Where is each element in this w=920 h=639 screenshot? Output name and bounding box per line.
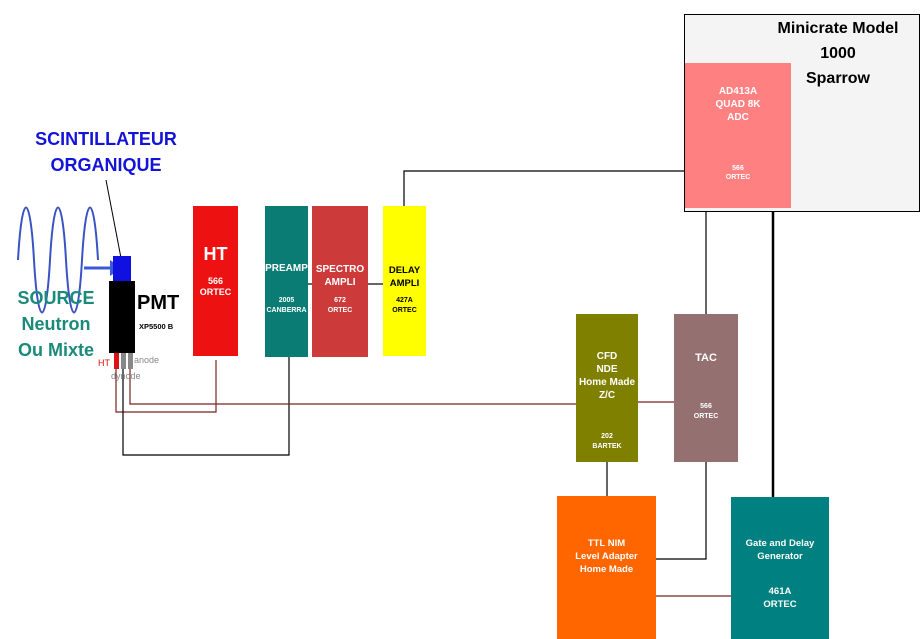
pmt-model: XP5500 B [139, 322, 174, 331]
source-wave [17, 206, 99, 314]
tac-module: TAC 566 ORTEC [674, 314, 738, 462]
spectro-ampli-module: SPECTRO AMPLI 672 ORTEC [312, 206, 368, 357]
wire-delay-adc [403, 170, 685, 206]
spectro-model: 672 ORTEC [327, 297, 353, 314]
pmt-body [109, 281, 135, 353]
scintillator-label: SCINTILLATEUR ORGANIQUE [35, 129, 177, 175]
gate-name: Gate and Delay Generator [745, 538, 815, 562]
delay-ampli-module: DELAY AMPLI 427A ORTEC [383, 206, 426, 356]
minicrate-label: Minicrate Model 1000 Sparrow [777, 20, 899, 87]
gate-model: 461A ORTEC [763, 586, 797, 610]
pmt-pin-ht-label: HT [98, 358, 110, 368]
preamp-name: PREAMP [265, 263, 308, 274]
wire-pmt-preamp [122, 357, 290, 456]
tac-name: TAC [695, 352, 717, 364]
cfd-model: 202 BARTEK [592, 433, 622, 450]
delay-model: 427A ORTEC [392, 297, 417, 314]
tac-model: 566 ORTEC [693, 403, 719, 420]
adc-name: AD413A QUAD 8K ADC [715, 86, 761, 123]
ttl-nim-module: TTL NIM Level Adapter Home Made [557, 496, 656, 639]
pmt-pin-anode [128, 352, 133, 369]
pmt-pin-dynode [121, 352, 126, 369]
ttl-name: TTL NIM Level Adapter Home Made [575, 538, 638, 575]
preamp-model: 2005 CANBERRA [266, 297, 307, 314]
delay-name: DELAY AMPLI [388, 265, 421, 289]
source-label: SOURCE Neutron Ou Mixte [17, 288, 95, 360]
pmt-pin-ht [114, 352, 119, 369]
preamp-module: PREAMP 2005 CANBERRA [265, 206, 308, 357]
ht-module-name: HT [203, 244, 228, 264]
scint-pointer [105, 179, 122, 259]
wire-pmt-ht [115, 360, 217, 413]
spectro-name: SPECTRO AMPLI [315, 264, 365, 288]
wire-pmt-cfd [129, 369, 576, 405]
ht-module: HT 566 ORTEC [193, 206, 238, 356]
cfd-name: CFD NDE Home Made Z/C [578, 351, 636, 401]
cfd-module: CFD NDE Home Made Z/C 202 BARTEK [576, 314, 638, 462]
scintillator-block [113, 256, 131, 282]
pmt-pin-dynode-label: dynode [111, 371, 141, 381]
adc-module: AD413A QUAD 8K ADC 566 ORTEC [685, 63, 791, 208]
pmt-label: PMT [137, 292, 180, 314]
adc-model: 566 ORTEC [725, 165, 751, 181]
ht-module-model: 566 ORTEC [199, 276, 232, 297]
gate-delay-generator-module: Gate and Delay Generator 461A ORTEC [731, 497, 829, 639]
pmt-pin-anode-label: anode [134, 355, 160, 365]
wire-tac-ttl [656, 462, 707, 560]
